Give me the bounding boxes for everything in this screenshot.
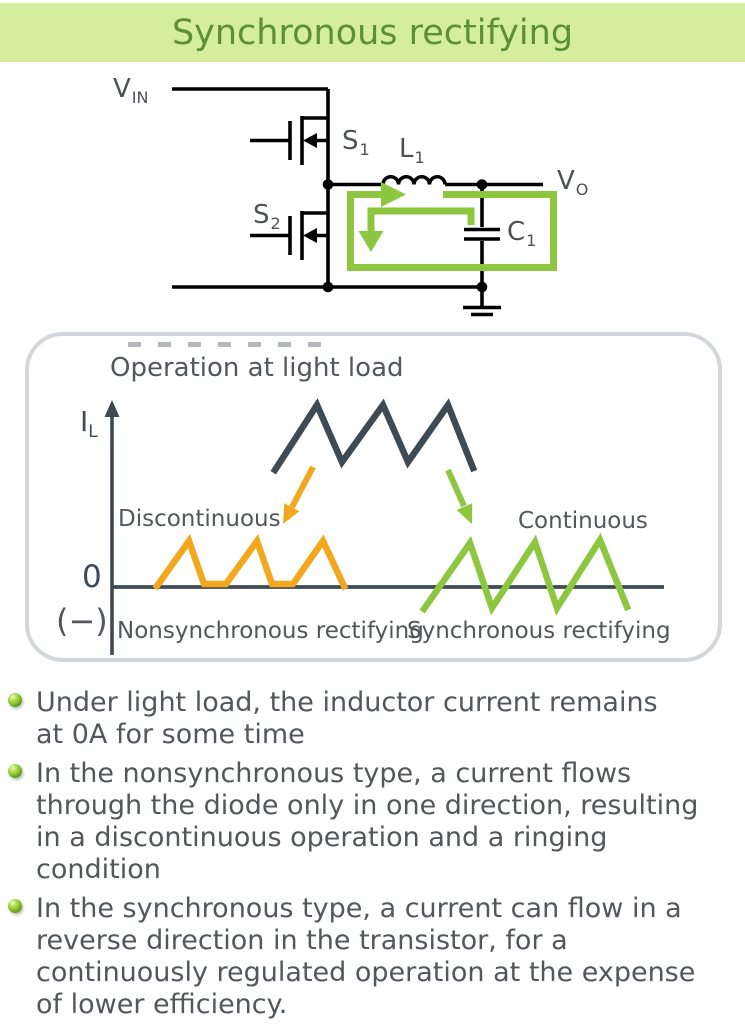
- mosfet-s1-arrow-icon: [303, 133, 317, 148]
- cropped-text-artifact: [128, 342, 333, 347]
- capacitor-c1: [464, 227, 500, 241]
- label-vin: VIN: [113, 74, 149, 107]
- label-l1: L1: [399, 134, 425, 167]
- synchronous-rectifying-label: Synchronous rectifying: [407, 618, 671, 644]
- discontinuous-label: Discontinuous: [118, 506, 281, 532]
- nonsynchronous-rectifying-label: Nonsynchronous rectifying: [117, 618, 424, 644]
- label-s2: S2: [253, 200, 281, 233]
- zero-tick-label: 0: [82, 559, 102, 595]
- graph-title: Operation at light load: [110, 353, 404, 383]
- green-bullet-icon: [8, 693, 22, 707]
- inductor-l1: [381, 175, 447, 185]
- continuous-label: Continuous: [518, 508, 648, 534]
- label-vo: VO: [557, 166, 589, 199]
- y-axis-label: IL: [80, 405, 98, 442]
- waveform-panel: [25, 332, 722, 662]
- loop-arrow-down-icon: [358, 231, 384, 252]
- bullet-text: Under light load, the inductor current r…: [36, 687, 658, 750]
- bullet-text: In the nonsynchronous type, a current fl…: [36, 758, 699, 885]
- node-dot: [322, 281, 334, 293]
- title-banner: Synchronous rectifying: [0, 3, 745, 62]
- mosfet-s2-arrow-icon: [303, 228, 317, 243]
- circuit-diagram: [172, 87, 543, 317]
- ground-symbol: [463, 305, 501, 317]
- green-bullet-icon: [8, 764, 22, 778]
- circuit-wires: [172, 87, 543, 306]
- label-c1: C1: [507, 217, 537, 250]
- bullet-text: In the synchronous type, a current can f…: [36, 893, 696, 1020]
- green-bullet-icon: [8, 899, 22, 913]
- label-s1: S1: [342, 126, 370, 159]
- list-item: In the nonsynchronous type, a current fl…: [8, 758, 743, 886]
- page-title: Synchronous rectifying: [171, 12, 574, 53]
- bullet-list: Under light load, the inductor current r…: [8, 687, 743, 1028]
- negative-tick-label: (−): [56, 602, 108, 640]
- current-loop-inner: [367, 207, 475, 232]
- loop-arrow-right-icon: [381, 182, 406, 207]
- list-item: Under light load, the inductor current r…: [8, 687, 743, 751]
- node-dot: [476, 179, 488, 190]
- node-dot: [476, 281, 488, 293]
- list-item: In the synchronous type, a current can f…: [8, 893, 743, 1021]
- node-dot: [322, 179, 334, 190]
